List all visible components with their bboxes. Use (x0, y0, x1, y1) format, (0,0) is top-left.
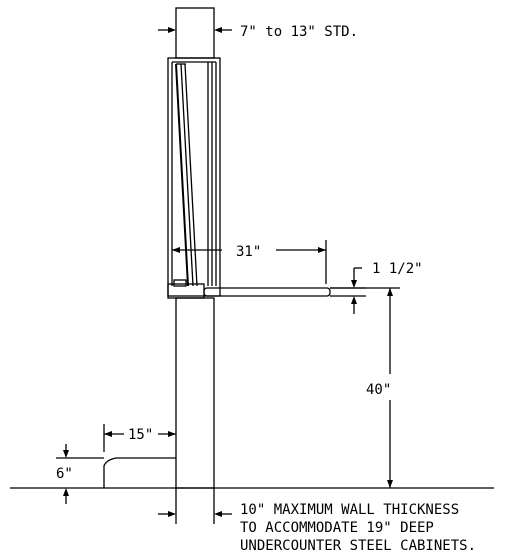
note-line-3: UNDERCOUNTER STEEL CABINETS. (240, 538, 476, 554)
note-line-1: 10" MAXIMUM WALL THICKNESS (240, 502, 459, 518)
dim-depth (172, 240, 327, 284)
window-sill (167, 279, 205, 299)
label-toe-offset: 15" (128, 427, 153, 443)
dim-counter-thickness (330, 267, 366, 314)
label-wall-std: 7" to 13" STD. (240, 24, 358, 40)
note-line-2: TO ACCOMMODATE 19" DEEP (240, 520, 434, 536)
lower-wall (175, 297, 215, 489)
sloped-glass-panel (175, 63, 198, 287)
countertop-shelf (203, 287, 331, 297)
label-counter-height: 40" (366, 382, 391, 398)
dim-wall-std (158, 27, 232, 33)
dim-toe-height (56, 444, 104, 504)
window-frame (167, 57, 221, 297)
dim-max-wall (158, 488, 232, 524)
upper-wall (175, 7, 215, 59)
label-counter-thickness: 1 1/2" (372, 261, 423, 277)
dim-counter-height (330, 287, 400, 488)
label-depth: 31" (236, 244, 261, 260)
label-toe-height: 6" (56, 466, 73, 482)
dim-toe-offset (103, 424, 176, 452)
toe-kick-block (103, 457, 176, 488)
